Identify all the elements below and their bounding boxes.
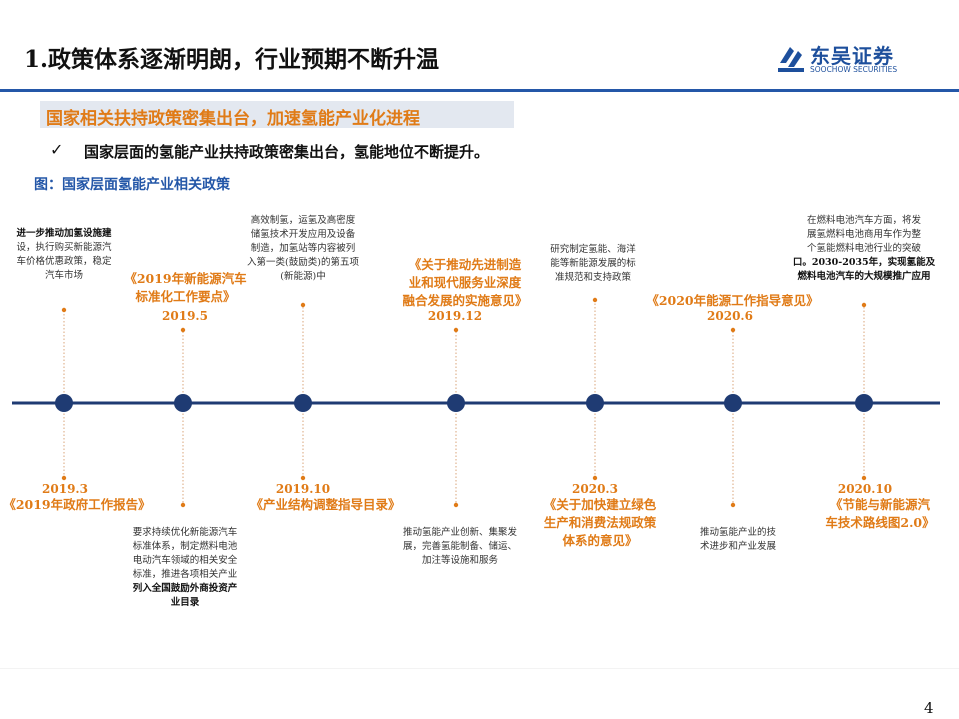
timeline-node [586, 394, 604, 412]
page-title: 1.政策体系逐渐明朗，行业预期不断升温 [24, 46, 440, 73]
policy-date: 2020.10 [837, 482, 893, 496]
policy-title: 《关于加快建立绿色生产和消费法规政策体系的意见》 [530, 496, 670, 550]
timeline-axis [12, 297, 940, 508]
policy-description: 推动氢能产业的技术进步和产业发展 [683, 526, 793, 554]
logo-text-en: SOOCHOW SECURITIES [810, 65, 898, 74]
timeline-end-dot [861, 302, 867, 308]
policy-title: 《节能与新能源汽车技术路线图2.0》 [805, 496, 955, 532]
policy-date: 2020.6 [707, 309, 753, 323]
timeline-node [447, 394, 465, 412]
text-line: 车价格优惠政策，稳定 [16, 256, 112, 267]
text-line: 加注等设施和服务 [421, 555, 498, 566]
text-line: 业目录 [170, 597, 200, 608]
text-line: 列入全国鼓励外商投资产 [132, 583, 238, 594]
policy-date: 2020.3 [572, 482, 618, 496]
text-line: 个氢能燃料电池行业的突破 [806, 243, 921, 254]
text-line: (新能源)中 [280, 271, 326, 282]
text-line: 要求持续优化新能源汽车 [132, 527, 238, 538]
text-line: 《节能与新能源汽 [829, 497, 930, 512]
policy-description: 要求持续优化新能源汽车标准体系，制定燃料电池电动汽车领域的相关安全标准，推进各项… [110, 526, 260, 610]
text-line: 标准，推进各项相关产业 [132, 569, 238, 580]
timeline-end-dot [453, 327, 459, 333]
policy-description: 高效制氢，运氢及高密度储氢技术开发应用及设备制造，加氢站等内容被列入第一类(鼓励… [238, 214, 368, 284]
text-line: 业和现代服务业深度 [408, 275, 522, 290]
policy-title: 《2019年新能源汽车标准化工作要点》 [118, 270, 253, 306]
timeline-node [294, 394, 312, 412]
timeline-end-dot [61, 475, 67, 481]
policy-description: 进一步推动加氢设施建设，执行购买新能源汽车价格优惠政策，稳定汽车市场 [2, 227, 126, 283]
text-line: 汽车市场 [44, 270, 83, 281]
footer-divider [0, 668, 959, 669]
policy-date: 2019.3 [42, 482, 88, 496]
text-line: 研究制定氢能、海洋 [550, 244, 636, 255]
logo-mark-icon [776, 43, 806, 73]
text-line: 制造，加氢站等内容被列 [250, 243, 356, 254]
text-line: 标准体系，制定燃料电池 [132, 541, 238, 552]
text-line: 《2019年政府工作报告》 [3, 497, 151, 512]
policy-title: 《2020年能源工作指导意见》 [630, 292, 835, 310]
text-line: 能等新能源发展的标 [550, 258, 636, 269]
section-title-background [40, 101, 514, 128]
timeline-end-dot [61, 307, 67, 313]
text-line: 融合发展的实施意见》 [402, 293, 528, 308]
text-line: 术进步和产业发展 [699, 541, 776, 552]
policy-date: 2019.10 [275, 482, 331, 496]
timeline-end-dot [300, 302, 306, 308]
timeline-node [55, 394, 73, 412]
text-line: 入第一类(鼓励类)的第五项 [247, 257, 359, 268]
timeline-end-dot [300, 475, 306, 481]
text-line: 在燃料电池汽车方面，将发 [806, 215, 921, 226]
text-line: 《2020年能源工作指导意见》 [646, 293, 819, 308]
timeline-end-dot [592, 297, 598, 303]
text-line: 进一步推动加氢设施建 [16, 228, 112, 239]
timeline-end-dot [180, 327, 186, 333]
timeline-node [724, 394, 742, 412]
text-line: 车技术路线图2.0》 [825, 515, 935, 530]
section-title: 国家相关扶持政策密集出台，加速氢能产业化进程 [46, 109, 420, 129]
text-line: 标准化工作要点》 [135, 289, 236, 304]
page-number: 4 [924, 699, 934, 717]
text-line: 展，完善氢能制备、储运、 [402, 541, 517, 552]
timeline-node [855, 394, 873, 412]
figure-caption: 图：国家层面氢能产业相关政策 [34, 177, 230, 193]
policy-date: 2019.5 [162, 309, 208, 323]
text-line: 推动氢能产业的技 [699, 527, 776, 538]
logo-text-cn: 东吴证券 [810, 44, 894, 68]
policy-description: 研究制定氢能、海洋能等新能源发展的标准规范和支持政策 [533, 243, 653, 285]
policy-title: 《关于推动先进制造业和现代服务业深度融合发展的实施意见》 [390, 256, 540, 310]
text-line: 高效制氢，运氢及高密度 [250, 215, 356, 226]
checkmark-icon: ✓ [50, 140, 64, 159]
policy-date: 2019.12 [427, 309, 483, 323]
timeline-end-dot [861, 475, 867, 481]
company-logo: 东吴证券 SOOCHOW SECURITIES [776, 40, 926, 76]
bullet-point: 国家层面的氢能产业扶持政策密集出台，氢能地位不断提升。 [84, 143, 490, 161]
timeline-node [174, 394, 192, 412]
header-divider [0, 89, 959, 92]
timeline-end-dot [730, 327, 736, 333]
policy-timeline: 进一步推动加氢设施建设，执行购买新能源汽车价格优惠政策，稳定汽车市场《2019年… [0, 200, 959, 620]
policy-title: 《产业结构调整指导目录》 [238, 496, 413, 514]
text-line: 展氢燃料电池商用车作为整 [806, 229, 921, 240]
timeline-end-dot [180, 502, 186, 508]
text-line: 储氢技术开发应用及设备 [250, 229, 356, 240]
text-line: 《2019年新能源汽车 [124, 271, 247, 286]
text-line: 电动汽车领域的相关安全 [132, 555, 238, 566]
text-line: 生产和消费法规政策 [543, 515, 657, 530]
timeline-end-dot [453, 502, 459, 508]
text-line: 《关于推动先进制造 [408, 257, 522, 272]
timeline-end-dot [730, 502, 736, 508]
text-line: 准规范和支持政策 [554, 272, 631, 283]
policy-description: 在燃料电池汽车方面，将发展氢燃料电池商用车作为整个氢能燃料电池行业的突破口。20… [772, 214, 956, 284]
timeline-end-dot [592, 475, 598, 481]
text-line: 体系的意见》 [562, 533, 638, 548]
text-line: 《关于加快建立绿色 [543, 497, 657, 512]
text-line: 《产业结构调整指导目录》 [250, 497, 401, 512]
policy-title: 《2019年政府工作报告》 [2, 496, 152, 514]
text-line: 燃料电池汽车的大规模推广应用 [797, 271, 931, 282]
text-line: 推动氢能产业创新、集聚发 [402, 527, 517, 538]
policy-description: 推动氢能产业创新、集聚发展，完善氢能制备、储运、加注等设施和服务 [385, 526, 535, 568]
text-line: 口。2030-2035年，实现氢能及 [792, 257, 936, 268]
text-line: 设，执行购买新能源汽 [16, 242, 112, 253]
